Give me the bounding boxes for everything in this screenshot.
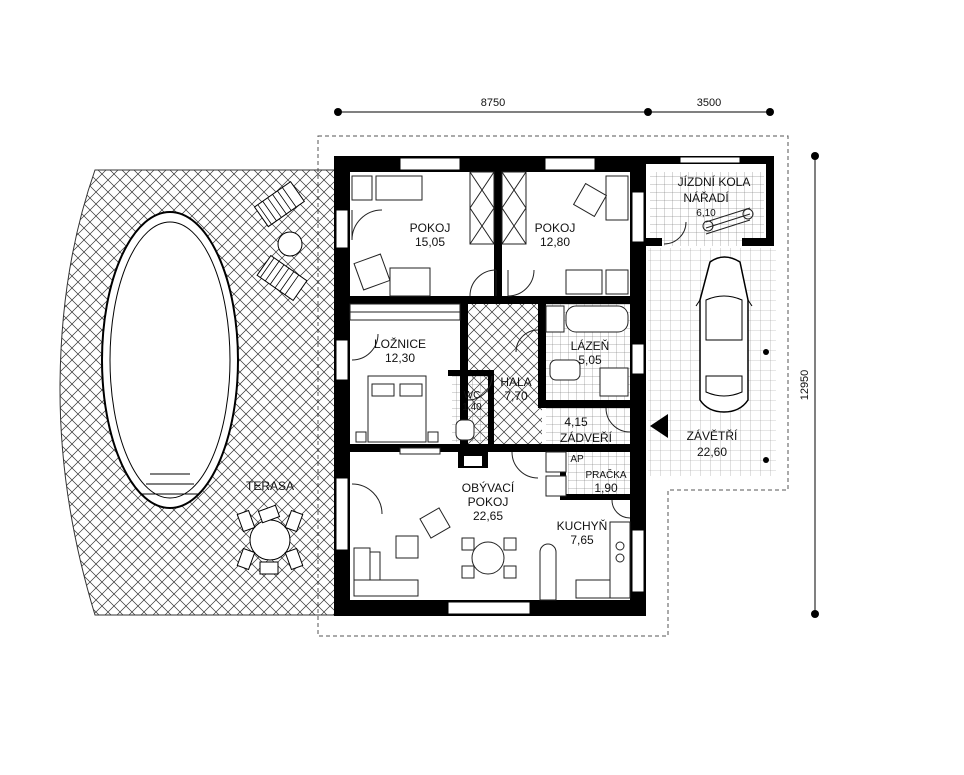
kuchyn-area: 7,65 [570, 533, 594, 547]
obyvaci-label-2: POKOJ [468, 495, 509, 509]
pracka-label: PRAČKA [585, 468, 626, 481]
kola-label-2: NÁŘADÍ [683, 190, 729, 205]
furniture [349, 171, 769, 601]
pracka-area: 1,90 [594, 481, 618, 495]
dimension-right: 12950 [799, 152, 819, 618]
zadveri-floor [546, 408, 632, 444]
zadveri-area: 4,15 [564, 415, 588, 429]
kola-label-1: JÍZDNÍ KOLA [678, 174, 751, 189]
kola-area: 6,10 [696, 208, 716, 219]
loznice-label: LOŽNICE [374, 336, 426, 351]
terasa-label: TERASA [246, 479, 294, 493]
lazen-area: 5,05 [578, 353, 602, 367]
terrace [59, 169, 336, 616]
pracka-ap: AP [570, 454, 584, 465]
wc-area: 1,40 [462, 402, 482, 413]
terrace-table [236, 504, 304, 575]
zavetri-area: 22,60 [697, 445, 727, 459]
obyvaci-label-1: OBÝVACÍ [462, 480, 515, 495]
wc-label: WC [464, 390, 481, 401]
pokoj2-area: 12,80 [540, 235, 570, 249]
zadveri-label: ZÁDVEŘÍ [560, 430, 613, 445]
dim-12950: 12950 [799, 370, 811, 401]
lazen-label: LÁZEŇ [571, 338, 610, 353]
pokoj1-area: 15,05 [415, 235, 445, 249]
pracka-floor [568, 452, 630, 494]
walls [334, 156, 774, 616]
dimension-top: 8750 3500 [334, 97, 774, 116]
pokoj1-label: POKOJ [410, 221, 451, 235]
room-labels: POKOJ 15,05 POKOJ 12,80 JÍZDNÍ KOLA NÁŘA… [246, 174, 750, 547]
obyvaci-area: 22,65 [473, 509, 503, 523]
entrance-arrow-icon [650, 414, 668, 438]
car-icon [695, 256, 753, 413]
loznice-area: 12,30 [385, 351, 415, 365]
dim-8750: 8750 [481, 97, 505, 109]
zavetri-label: ZÁVĚTŘÍ [687, 428, 738, 443]
lounger-2 [256, 254, 308, 302]
pokoj2-label: POKOJ [535, 221, 576, 235]
kuchyn-label: KUCHYŇ [557, 518, 608, 533]
dim-3500: 3500 [697, 97, 721, 109]
doors [351, 209, 687, 519]
lounger-1 [253, 181, 306, 228]
hala-label: HALA [500, 375, 531, 389]
outline-dashed [317, 135, 789, 637]
hala-area: 7,70 [504, 389, 528, 403]
